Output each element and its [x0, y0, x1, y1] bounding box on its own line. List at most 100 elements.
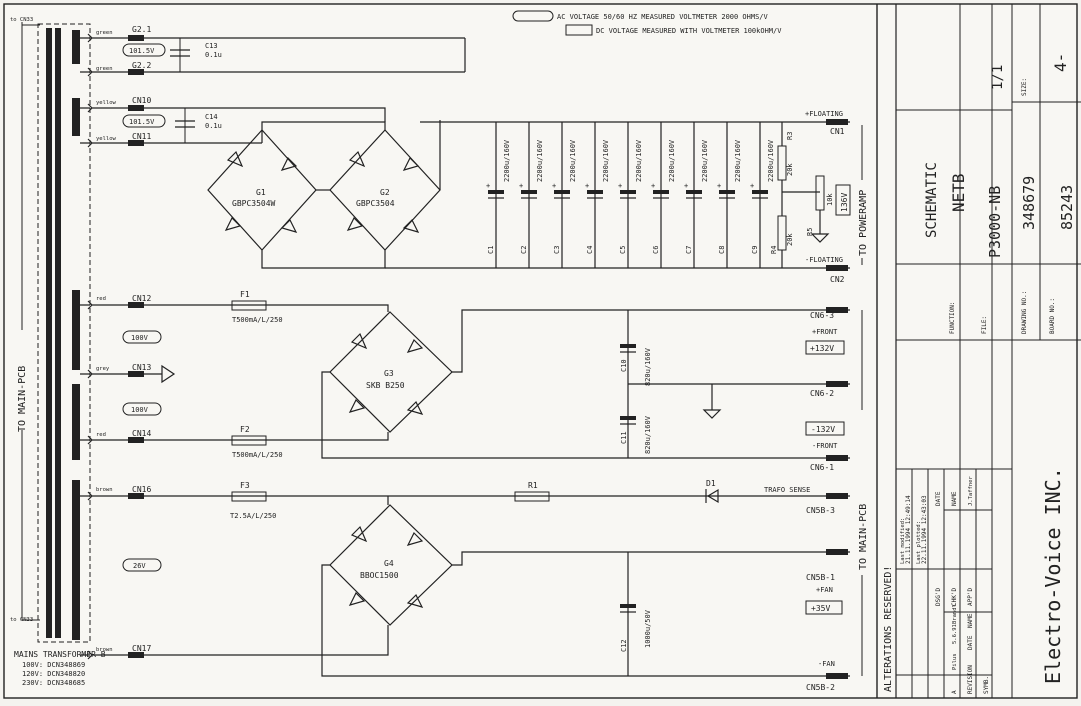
last-modified-label: Last modified: [900, 518, 906, 564]
cap-label: C7 [685, 246, 693, 254]
c14-label: C14 [205, 113, 218, 121]
cap-plus: + [651, 182, 655, 190]
transformer-core [46, 28, 52, 638]
c11-label: C11 [620, 431, 628, 444]
transformer-title: MAINS TRANSFORMER B [14, 650, 106, 659]
connector-cn10: CN10 [132, 96, 151, 105]
c10-label: C10 [620, 359, 628, 372]
c13-label: C13 [205, 42, 218, 50]
connector-cn17: CN17 [132, 644, 151, 653]
title-block: ALTERATIONS RESERVED! Last modified: 21.… [876, 4, 1081, 698]
fan-positive-label: +FAN [816, 586, 833, 594]
connector-cn6-3: CN6-3 [810, 311, 834, 320]
voltage-136v: 136V [840, 193, 849, 212]
voltage-ac3: 100V [131, 334, 149, 342]
wire-red-1: red [96, 296, 106, 302]
rev-name-label: NAME [967, 613, 974, 628]
fan-negative-label: -FAN [818, 660, 835, 668]
r3-value: 20k [786, 163, 794, 176]
cap-value: 2200u/160V [602, 139, 610, 182]
front-positive-label: +FRONT [812, 328, 838, 336]
connector-cn12: CN12 [132, 294, 151, 303]
to-main-pcb-right: TO MAIN-PCB [858, 310, 869, 676]
designer-name: J.Taffner [968, 476, 974, 506]
voltage-35v: +35V [811, 604, 830, 613]
to-main-pcb-left: TO MAIN-PCB to CN33 to CN33 [10, 17, 40, 623]
fan-supply: brown brown CN16 CN17 26V F3 T2.5A/L/250… [80, 479, 850, 692]
f3-label: F3 [240, 481, 250, 490]
chkd-label: CHK'D [951, 588, 958, 606]
capacitor-c4: C4 2200u/160V + [585, 122, 610, 268]
connector-cn13: CN13 [132, 363, 151, 372]
cap-plus: + [585, 182, 589, 190]
cap-label: C4 [586, 246, 594, 254]
last-plotted-label: Last plotted: [916, 521, 922, 564]
rev-symbol: A [951, 690, 958, 694]
cap-label: C9 [751, 246, 759, 254]
dsgd-label: DSG'D [935, 588, 942, 606]
rev-date: 5.6.91 [952, 624, 958, 644]
trafo-sense-label: TRAFO SENSE [764, 486, 810, 494]
title-schematic: SCHEMATIC [924, 162, 940, 238]
floating-positive-label: +FLOATING [805, 110, 843, 118]
c14-value: 0.1u [205, 122, 222, 130]
g2-label: G2 [380, 188, 390, 197]
voltage-132p: +132V [810, 344, 834, 353]
c12-value: 1000u/50V [644, 609, 652, 648]
cap-plus: + [486, 182, 490, 190]
resistor-divider: R3 20k R4 20k R5 10k 136V [770, 122, 851, 268]
cap-label: C5 [619, 246, 627, 254]
r5-label: R5 [806, 228, 814, 236]
note-dc: DC VOLTAGE MEASURED WITH VOLTMETER 100kO… [596, 27, 782, 35]
cap-label: C8 [718, 246, 726, 254]
board-number: 85243 [1058, 185, 1076, 230]
r4-value: 20k [786, 233, 794, 246]
name-header: NAME [951, 491, 958, 506]
transformer-outline [37, 23, 91, 643]
alterations-reserved: ALTERATIONS RESERVED! [883, 566, 894, 692]
f3-value: T2.5A/L/250 [230, 512, 276, 520]
size-label: SIZE: [1021, 78, 1028, 96]
company-name: Electro-Voice INC. [1041, 467, 1065, 684]
cap-label: C1 [487, 246, 495, 254]
drawing-label: DRAWING NO.: [1021, 291, 1028, 334]
g1-value: GBPC3504W [232, 199, 276, 208]
size-value: 4- [1051, 53, 1070, 72]
measurement-notes: AC VOLTAGE 50/60 HZ MEASURED VOLTMETER 2… [512, 10, 782, 36]
cap-label: C3 [553, 246, 561, 254]
transformer-100v: 100V: DCN348869 [22, 661, 85, 669]
connector-cn5b-2: CN5B-2 [806, 683, 835, 692]
c10-value: 820u/160V [644, 347, 652, 386]
connector-g21: G2.1 [132, 25, 151, 34]
last-modified-value: 21.11.1994 12:49:14 [905, 495, 912, 564]
note-ac: AC VOLTAGE 50/60 HZ MEASURED VOLTMETER 2… [557, 13, 769, 21]
connector-cn16: CN16 [132, 485, 151, 494]
connector-cn6-1: CN6-1 [810, 463, 834, 472]
connector-cn6-2: CN6-2 [810, 389, 834, 398]
g4-label: G4 [384, 559, 394, 568]
transformer-windings [72, 30, 80, 640]
wire-brown-2: brown [96, 647, 113, 653]
r4-label: R4 [770, 246, 778, 254]
f1-label: F1 [240, 290, 250, 299]
wire-green-2: green [96, 66, 113, 72]
cap-label: C6 [652, 246, 660, 254]
connector-cn14: CN14 [132, 429, 151, 438]
c13-value: 0.1u [205, 51, 222, 59]
drawing-number: 348679 [1020, 176, 1038, 230]
connector-cn11: CN11 [132, 132, 151, 141]
sheet-border [3, 3, 1078, 699]
connector-cn2: CN2 [830, 275, 845, 284]
to-poweramp-label: TO POWERAMP [858, 190, 869, 256]
r5-value: 10k [826, 193, 834, 206]
bridge-g3: G3 SKB B250 [329, 311, 453, 433]
floating-supply: yellow yellow CN10 CN11 101.5V C14 0.1u … [80, 96, 869, 284]
cap-plus: + [750, 182, 754, 190]
to-main-pcb-label: TO MAIN-PCB [17, 366, 28, 432]
f1-value: T500mA/L/250 [232, 316, 283, 324]
floating-negative-label: -FLOATING [805, 256, 843, 264]
